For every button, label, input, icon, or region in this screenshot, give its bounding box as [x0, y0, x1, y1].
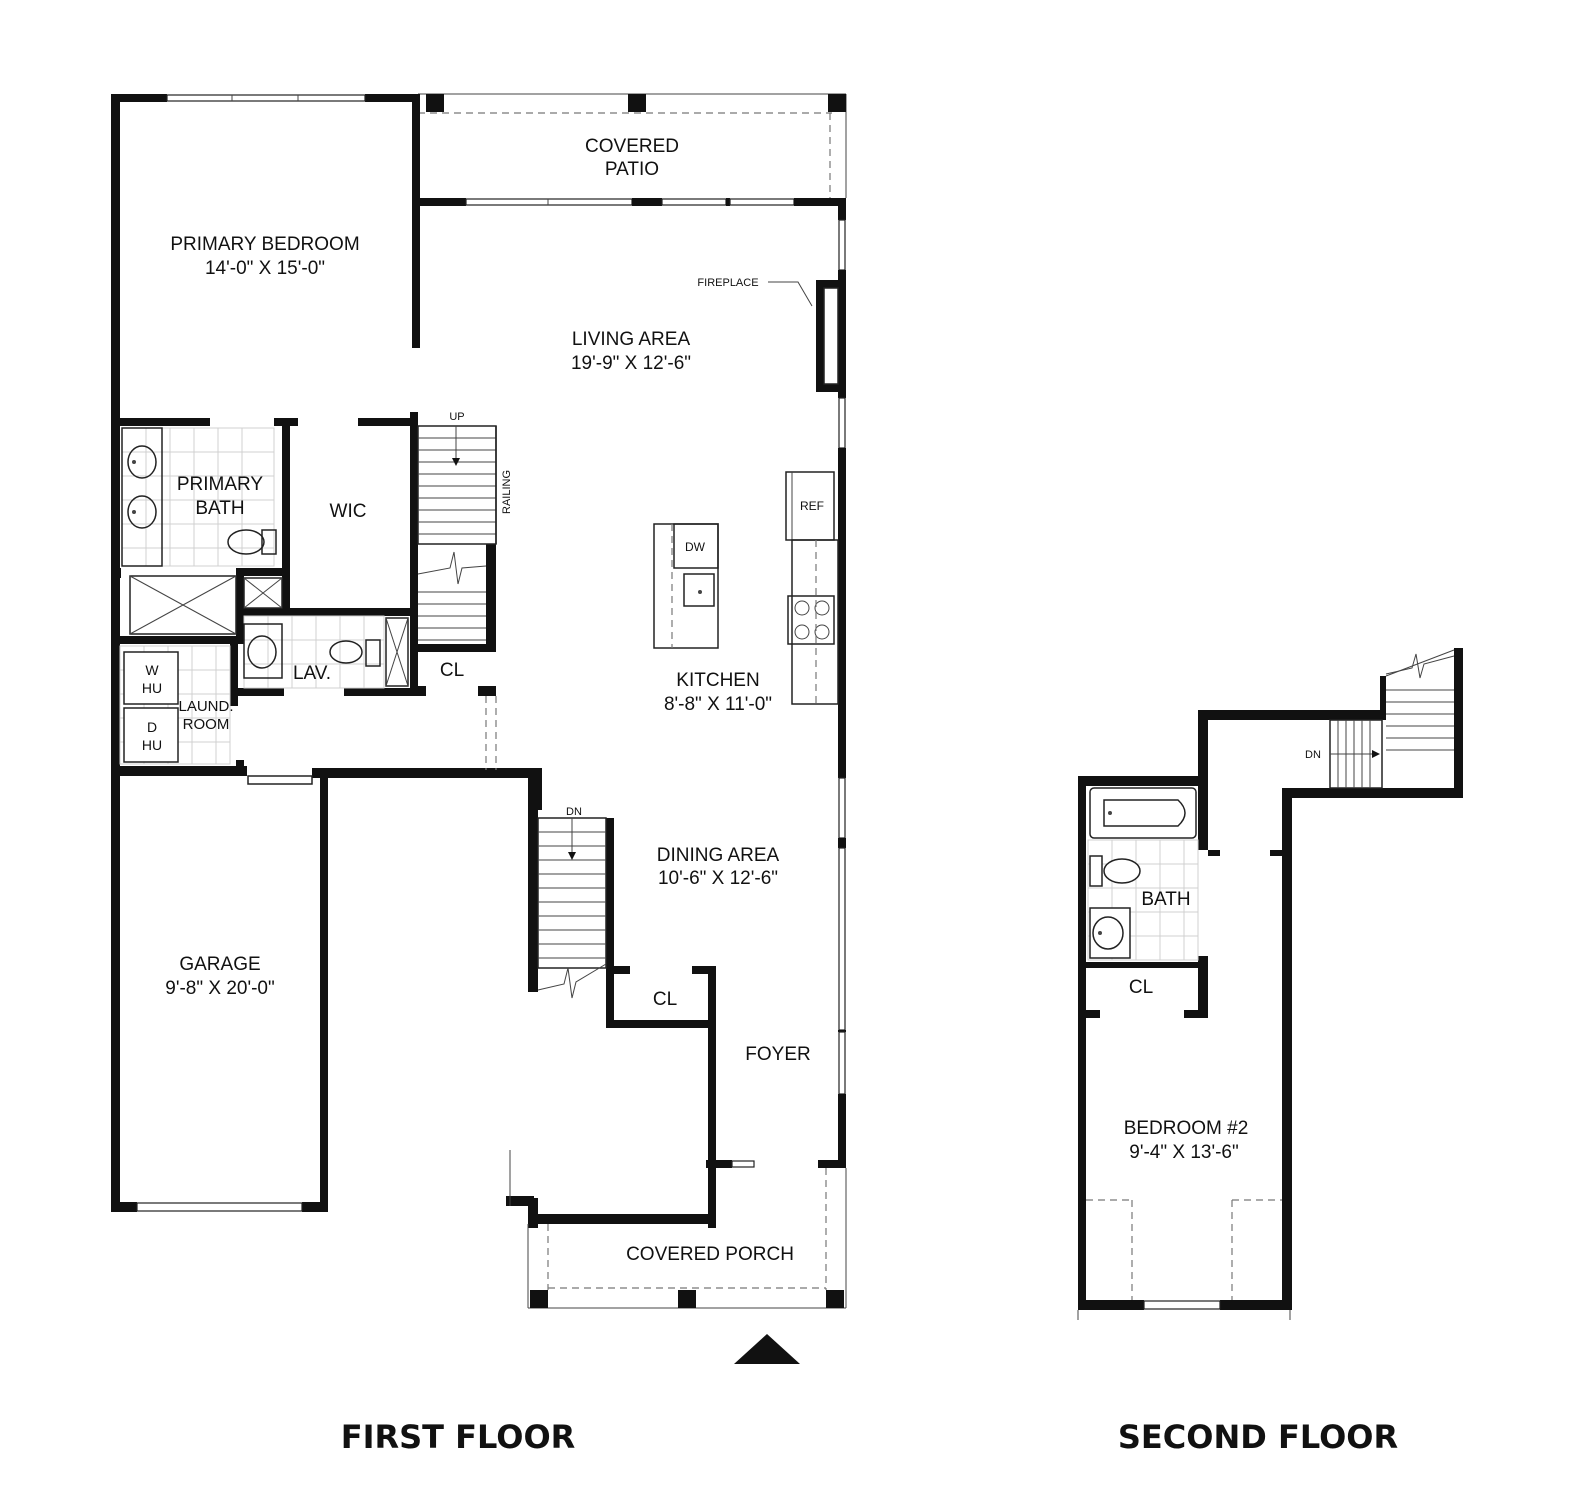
kitchen-dims: 8'-8" X 11'-0"	[664, 694, 772, 715]
bedroom2-label: BEDROOM #2	[1124, 1118, 1249, 1139]
living-area-label: LIVING AREA	[572, 329, 691, 350]
foyer-label: FOYER	[745, 1044, 810, 1065]
first-floor-title: FIRST FLOOR	[341, 1418, 576, 1456]
lav-fixtures	[243, 615, 385, 689]
fireplace-label: FIREPLACE	[697, 277, 758, 289]
second-floor-stair: DN	[1305, 653, 1455, 789]
closet-label: CL	[1129, 977, 1153, 998]
washer-hu-label: HU	[142, 680, 162, 696]
kitchen-fixtures	[653, 471, 839, 705]
second-floor-bath-fixtures	[1087, 787, 1199, 961]
lav-label: LAV.	[293, 663, 331, 684]
covered-porch-outline	[527, 1168, 847, 1309]
laundry-label: LAUND.	[178, 698, 233, 715]
kitchen-label: KITCHEN	[676, 670, 759, 691]
dryer-label: D	[147, 719, 157, 735]
closet-stair-label: CL	[440, 660, 464, 681]
bath-label: BATH	[1141, 889, 1190, 910]
first-floor-labels: COVERED PATIO PRIMARY BEDROOM 14'-0" X 1…	[142, 136, 824, 1265]
laundry-appliances	[119, 645, 231, 765]
second-floor-plan: DN BATH CL BEDROOM #2 9'-4" X 13'-6"	[1077, 648, 1463, 1456]
stair-down	[537, 817, 607, 999]
second-floor-labels: BATH CL BEDROOM #2 9'-4" X 13'-6"	[1124, 889, 1249, 1163]
laundry-label-2: ROOM	[183, 716, 230, 733]
covered-patio-outline	[418, 93, 847, 198]
closet-foyer-label: CL	[653, 989, 677, 1010]
bedroom2-dims: 9'-4" X 13'-6"	[1129, 1142, 1238, 1163]
first-floor-plan: COVERED PATIO PRIMARY BEDROOM 14'-0" X 1…	[111, 93, 847, 1456]
primary-bath-label: PRIMARY	[177, 474, 264, 495]
second-floor-walls	[1077, 648, 1463, 1320]
covered-patio-label: COVERED	[585, 136, 679, 157]
dw-label: DW	[685, 540, 706, 554]
washer-label: W	[145, 662, 159, 678]
living-area-dims: 19'-9" X 12'-6"	[571, 353, 691, 374]
entry-arrow-icon	[734, 1334, 800, 1364]
primary-bath-label-2: BATH	[195, 498, 244, 519]
wic-label: WIC	[330, 501, 367, 522]
bedroom2-dashed-outline	[1086, 1199, 1282, 1300]
covered-patio-label-2: PATIO	[605, 159, 659, 180]
covered-porch-label: COVERED PORCH	[626, 1244, 794, 1265]
primary-bedroom-dims: 14'-0" X 15'-0"	[205, 258, 325, 279]
garage-dims: 9'-8" X 20'-0"	[165, 978, 274, 999]
primary-bath-fixtures	[121, 427, 277, 567]
stair-up-label: UP	[449, 411, 464, 423]
dining-area-label: DINING AREA	[657, 845, 780, 866]
stair-down-label: DN	[566, 806, 582, 818]
railing-label: RAILING	[501, 470, 513, 514]
stair-up	[417, 425, 497, 641]
ref-label: REF	[800, 499, 824, 513]
dryer-hu-label: HU	[142, 737, 162, 753]
dining-area-dims: 10'-6" X 12'-6"	[658, 868, 778, 889]
second-floor-title: SECOND FLOOR	[1118, 1418, 1398, 1456]
primary-bedroom-label: PRIMARY BEDROOM	[170, 234, 359, 255]
second-floor-stair-down-label: DN	[1305, 749, 1321, 761]
garage-label: GARAGE	[179, 954, 260, 975]
first-floor-walls	[111, 94, 846, 1228]
